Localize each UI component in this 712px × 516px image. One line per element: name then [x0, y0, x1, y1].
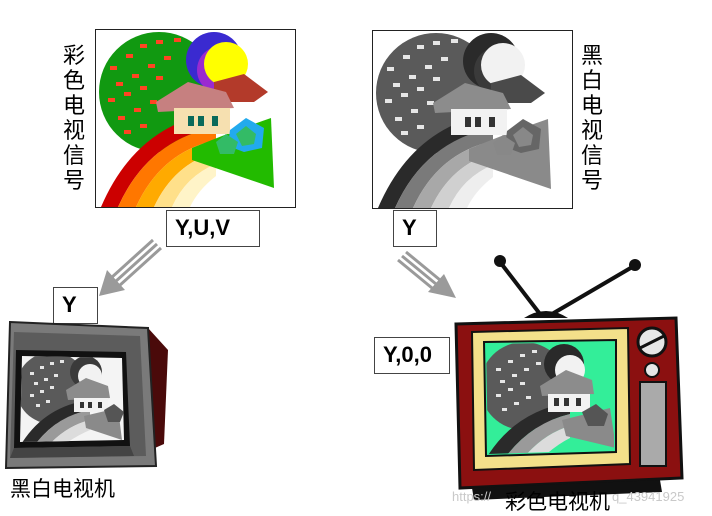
grayscale-house-picture [376, 33, 551, 208]
y-label-bw-tv: Y [53, 287, 98, 324]
color-tv-illustration [454, 255, 684, 500]
bw-signal-label: 黑白电视信号 [580, 44, 603, 194]
color-signal-label: 彩色电视信号 [62, 44, 85, 194]
arrow-to-color-tv [397, 250, 456, 298]
y-label-right: Y [393, 210, 437, 247]
yuv-label: Y,U,V [166, 210, 260, 247]
color-tv-caption: 彩色电视机 [505, 490, 610, 514]
bw-tv-caption: 黑白电视机 [10, 477, 115, 501]
bw-tv-illustration [4, 320, 168, 470]
watermark-right: q_43941925 [612, 489, 685, 504]
watermark-left: https:// [452, 489, 492, 504]
color-house-picture [99, 32, 274, 207]
arrow-to-bw-tv [99, 238, 163, 296]
y00-label: Y,0,0 [374, 337, 450, 374]
